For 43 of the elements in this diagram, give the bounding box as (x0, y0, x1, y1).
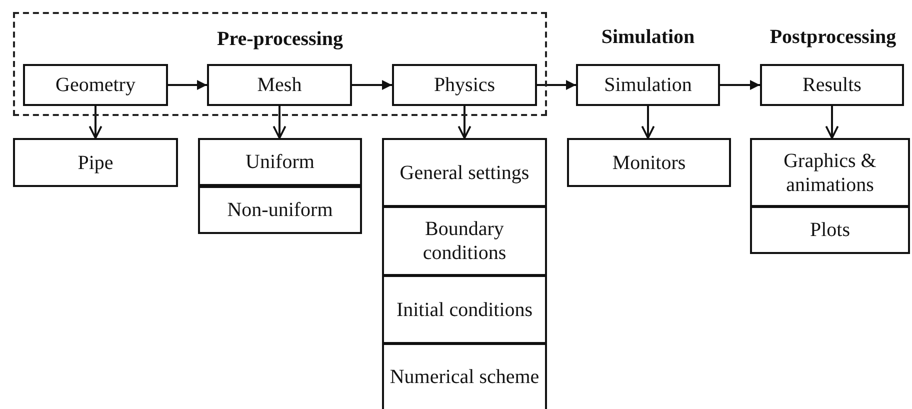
process-box (567, 138, 731, 187)
arrow (825, 106, 839, 139)
stage-heading: Simulation (601, 26, 695, 49)
arrow (458, 106, 472, 139)
arrow (352, 80, 392, 90)
process-box (382, 343, 547, 409)
box-label: Physics (434, 73, 496, 97)
box-label: General settings (400, 160, 530, 184)
process-box (13, 138, 178, 187)
box-label: Monitors (612, 150, 686, 174)
box-label: Plots (810, 218, 850, 242)
arrow (88, 106, 102, 139)
box-label: Boundary conditions (422, 217, 508, 265)
arrow (537, 80, 576, 90)
box-label: Mesh (257, 73, 302, 97)
process-box (760, 64, 904, 106)
process-box (198, 138, 362, 186)
process-box (382, 275, 547, 344)
box-label: Pipe (78, 150, 114, 174)
process-box (750, 138, 910, 207)
process-box (392, 64, 537, 106)
process-box (207, 64, 352, 106)
process-box (382, 138, 547, 207)
process-box (576, 64, 720, 106)
box-label: Graphics & animations (782, 148, 878, 196)
group-heading: Pre-processing (216, 28, 344, 51)
box-label: Non-uniform (227, 198, 333, 222)
process-box (382, 206, 547, 276)
process-box (750, 206, 910, 254)
arrow (272, 106, 286, 139)
dashed-group-frame (13, 12, 547, 116)
arrow (168, 80, 207, 90)
arrow (720, 80, 760, 90)
stage-heading: Postprocessing (770, 26, 896, 49)
process-box (198, 186, 362, 234)
arrow (641, 106, 655, 139)
box-label: Geometry (56, 73, 136, 97)
box-label: Simulation (604, 73, 692, 97)
box-label: Initial conditions (396, 298, 533, 322)
process-box (23, 64, 168, 106)
box-label: Uniform (246, 150, 314, 174)
box-label: Results (802, 73, 862, 97)
box-label: Numerical scheme (390, 365, 540, 389)
